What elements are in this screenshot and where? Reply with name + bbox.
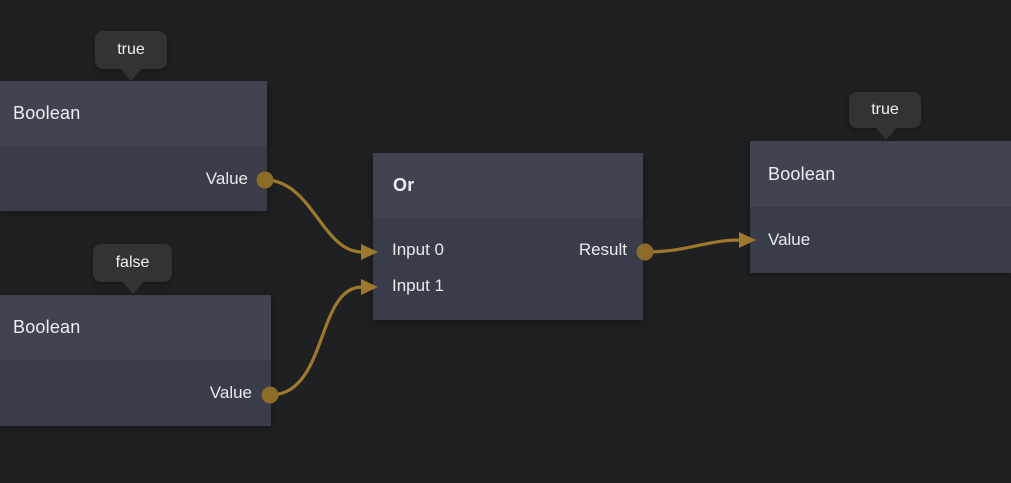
value-tooltip: true <box>849 92 921 140</box>
node-header[interactable]: Boolean <box>750 141 1011 207</box>
tooltip-tail <box>122 281 144 294</box>
tooltip-tail <box>120 68 142 81</box>
value-tooltip: false <box>93 244 172 294</box>
output-port[interactable] <box>261 386 279 404</box>
node-title: Or <box>393 175 415 195</box>
connection-wire-bool2-to-input1[interactable] <box>269 285 363 397</box>
tooltip-text: true <box>117 41 145 58</box>
tooltip-text: true <box>871 101 899 118</box>
node-title: Boolean <box>13 317 81 337</box>
node-boolean-true-2[interactable]: Boolean Value <box>750 141 1011 273</box>
output-port[interactable] <box>256 171 274 189</box>
output-port[interactable] <box>636 243 654 261</box>
tooltip-tail <box>875 127 897 140</box>
wire-arrowhead-icon <box>361 244 378 260</box>
node-boolean-true-1[interactable]: Boolean Value <box>0 81 267 211</box>
connection-wire-bool1-to-input0[interactable] <box>264 178 363 254</box>
node-header[interactable]: Boolean <box>0 295 271 360</box>
node-title: Boolean <box>13 103 81 123</box>
value-tooltip: true <box>95 31 167 81</box>
wire-arrowhead-icon <box>739 232 756 248</box>
node-title: Boolean <box>768 163 836 184</box>
tooltip-text: false <box>115 254 150 271</box>
connection-wire-result-to-bool3[interactable] <box>644 238 741 254</box>
node-header[interactable]: Or <box>373 153 643 218</box>
node-or[interactable]: Or Input 0 Result Input 1 <box>373 153 643 320</box>
wire-arrowhead-icon <box>361 279 378 295</box>
node-header[interactable]: Boolean <box>0 81 267 146</box>
node-body: Value <box>0 146 267 211</box>
